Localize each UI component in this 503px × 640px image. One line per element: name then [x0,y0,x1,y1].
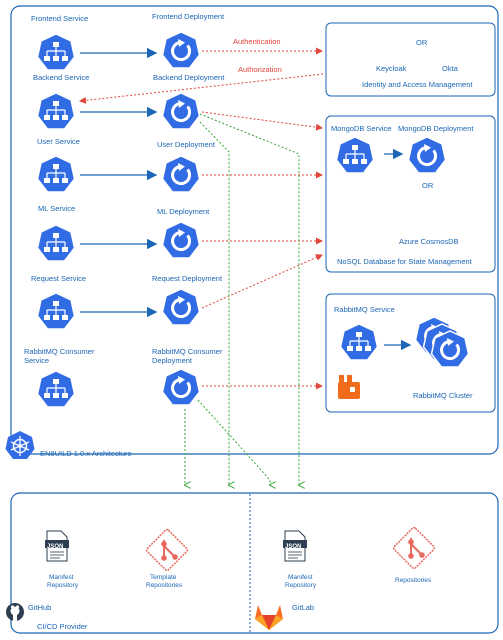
rabbitmq-consumer-deployment-label-1: RabbitMQ Consumer [152,347,223,356]
edge-user-db [201,111,323,131]
gitlab-json-badge: JSON [285,544,302,550]
cluster-title: EN8UILD 1.0.x Architecture [40,449,132,458]
iam-label: Identity and Access Management [362,80,473,89]
rabbitmq-consumer-extra-service-icon [36,370,76,408]
user-service-icon [36,92,76,130]
json-document-gitlab-icon [283,530,307,562]
mongodb-service-label: MongoDB Service [331,124,392,133]
user-deployment-label: User Deployment [157,140,215,149]
rabbitmq-consumer-service-label-1: RabbitMQ Consumer [24,347,95,356]
cicd-box [10,492,499,634]
user-service-label: User Service [37,137,80,146]
authentication-label: Authentication [233,37,281,46]
ml-service-label: ML Service [38,204,76,213]
github-template-label-2: Repositories [146,582,183,589]
gitlab-icon [255,605,283,630]
mongodb-deployment-icon [407,135,447,175]
nosql-or-label: OR [422,181,434,190]
nosql-box [325,115,496,273]
request-service-label: Request Service [31,274,87,283]
edge-authorization [79,73,324,104]
cosmosdb-label: Azure CosmosDB [399,237,459,246]
gitlab-manifest-label-1: Manifest [288,574,313,581]
edge-user-ci-1 [199,121,229,485]
github-label: GitHub [28,603,52,612]
request-deployment-label: Request Deployment [152,274,223,283]
ml-deployment-icon [161,154,201,194]
iam-box [325,22,496,97]
request-deployment-icon [161,220,201,260]
frontend-deployment-icon [161,30,201,70]
keycloak-label: Keycloak [376,64,407,73]
frontend-service-label: Frontend Service [31,14,89,23]
edge-rmq-db [201,254,323,309]
github-icon [6,603,24,621]
user-deployment-icon [161,91,201,131]
mq-box [325,293,496,413]
json-document-icon [45,530,69,562]
github-manifest-label-1: Manifest [49,574,74,581]
rabbitmq-consumer-service-icon [36,292,76,330]
frontend-deployment-label: Frontend Deployment [152,12,225,21]
rabbitmq-service-icon [339,323,379,361]
gitlab-manifest-label-2: Repository [285,582,317,589]
gitlab-repositories-label: Repositories [395,577,432,584]
rabbitmq-consumer-deployment-label-2: Deployment [152,356,193,365]
iam-or-label: OR [416,38,428,47]
rabbitmq-cluster-label: RabbitMQ Cluster [413,391,473,400]
git-template-icon [145,528,189,572]
mongodb-service-icon [335,136,375,174]
rabbitmq-service-label: RabbitMQ Service [334,305,395,314]
authorization-label: Authorization [238,65,282,74]
rabbitmq-consumer-deployment-icon [161,287,201,327]
backend-deployment-label: Backend Deployment [153,73,225,82]
github-manifest-label-2: Repository [47,582,79,589]
frontend-service-icon [36,33,76,71]
ml-deployment-label: ML Deployment [157,207,210,216]
rabbitmq-cluster-icon-front [430,329,470,369]
github-json-badge: JSON [47,544,64,550]
ml-service-icon [36,155,76,193]
okta-label: Okta [442,64,458,73]
gitlab-label: GitLab [292,603,315,612]
mongodb-deployment-label: MongoDB Deployment [398,124,474,133]
request-service-icon [36,224,76,262]
backend-service-label: Backend Service [33,73,90,82]
rabbitmq-consumer-service-label-2: Service [24,356,50,365]
git-repositories-icon [392,526,436,570]
edge-rmq-ci-2 [197,399,270,485]
cluster-boundary [10,5,499,455]
github-template-label-1: Template [150,574,177,581]
rabbitmq-logo-icon [338,375,360,399]
rabbitmq-consumer-deployment-2-icon [161,367,201,407]
edge-user-ci-2 [199,113,299,485]
nosql-label: NoSQL Database for State Management [337,257,472,266]
cicd-provider-label: CI/CD Provider [37,622,88,631]
kubernetes-icon [5,431,35,459]
